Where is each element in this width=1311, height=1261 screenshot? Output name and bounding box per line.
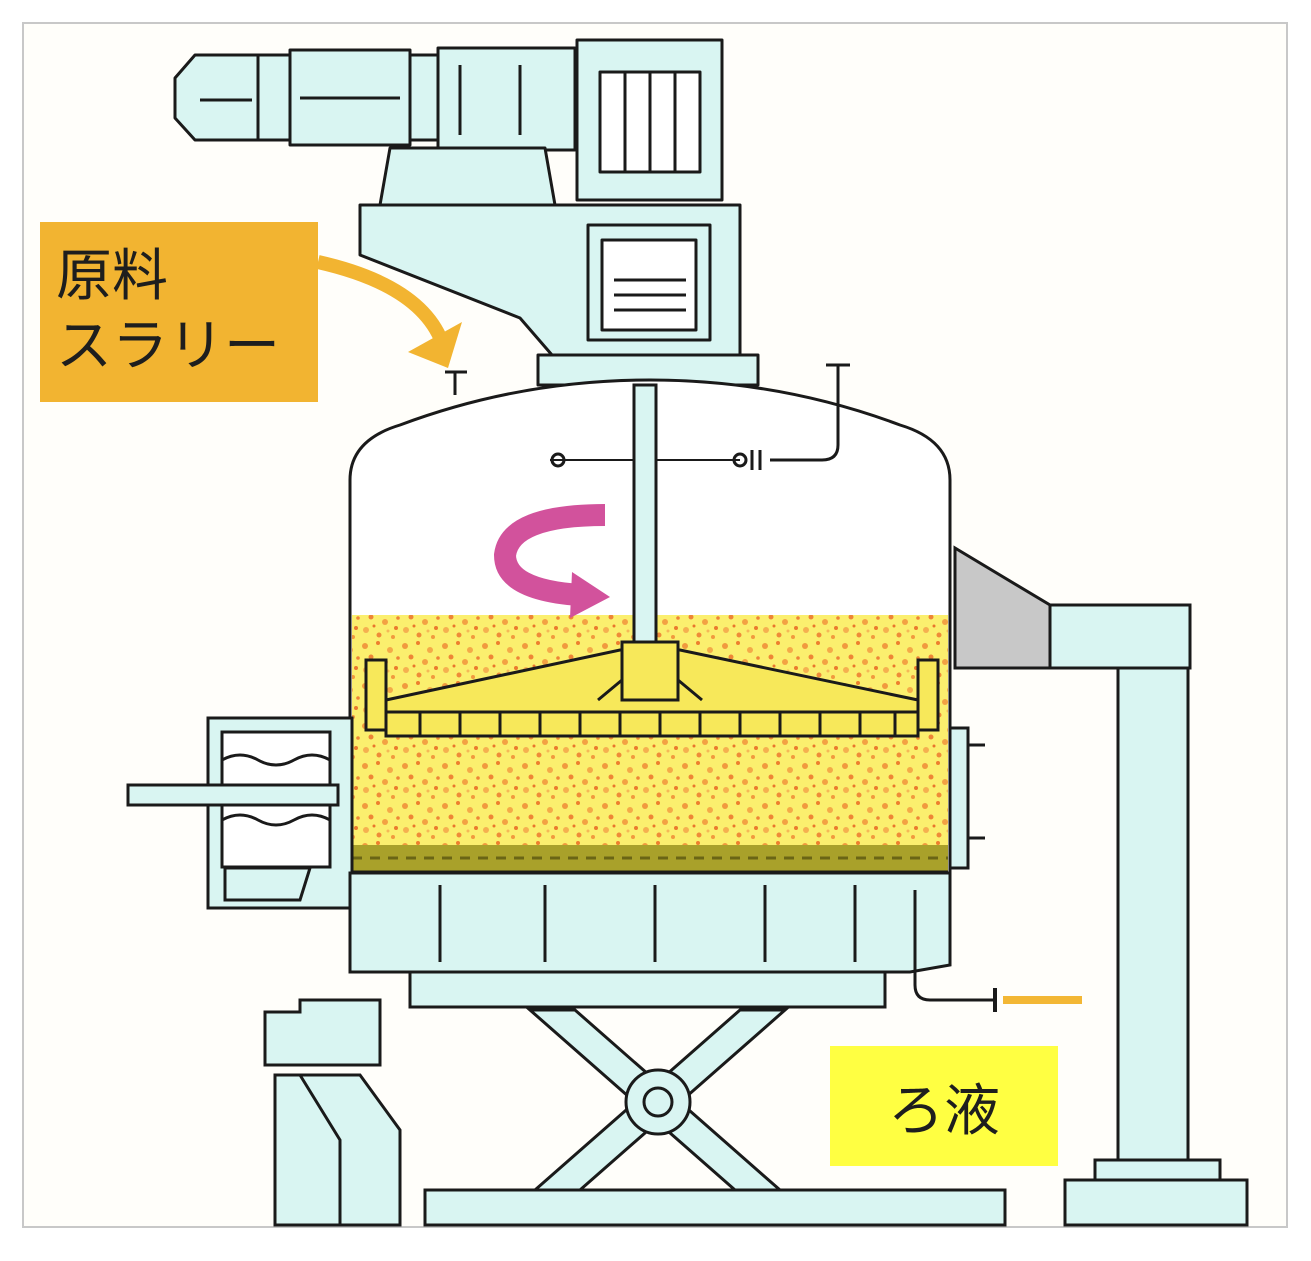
filtrate-label: ろ液 (830, 1046, 1058, 1166)
filtrate-label-text: ろ液 (888, 1078, 1000, 1144)
filtrate-outlet (913, 890, 1082, 1012)
agitator-shaft (632, 383, 658, 647)
support-frame (953, 545, 1249, 1227)
raw-slurry-label-line1: 原料 (56, 244, 168, 309)
raw-slurry-label-line2: スラリー (56, 314, 280, 379)
agitator-arm (364, 640, 940, 738)
drive-motor (173, 46, 577, 207)
raw-slurry-label: 原料 スラリー (40, 222, 318, 402)
discharge-port (126, 716, 354, 910)
gear-housing (358, 203, 760, 387)
control-panel (575, 38, 724, 202)
curved-arrow-icon (493, 504, 610, 618)
feed-arrow (316, 255, 462, 368)
filter-plate (348, 871, 952, 1009)
scissor-lift (423, 1008, 1007, 1227)
lift-cylinder (263, 998, 402, 1227)
side-nozzles (948, 726, 985, 870)
